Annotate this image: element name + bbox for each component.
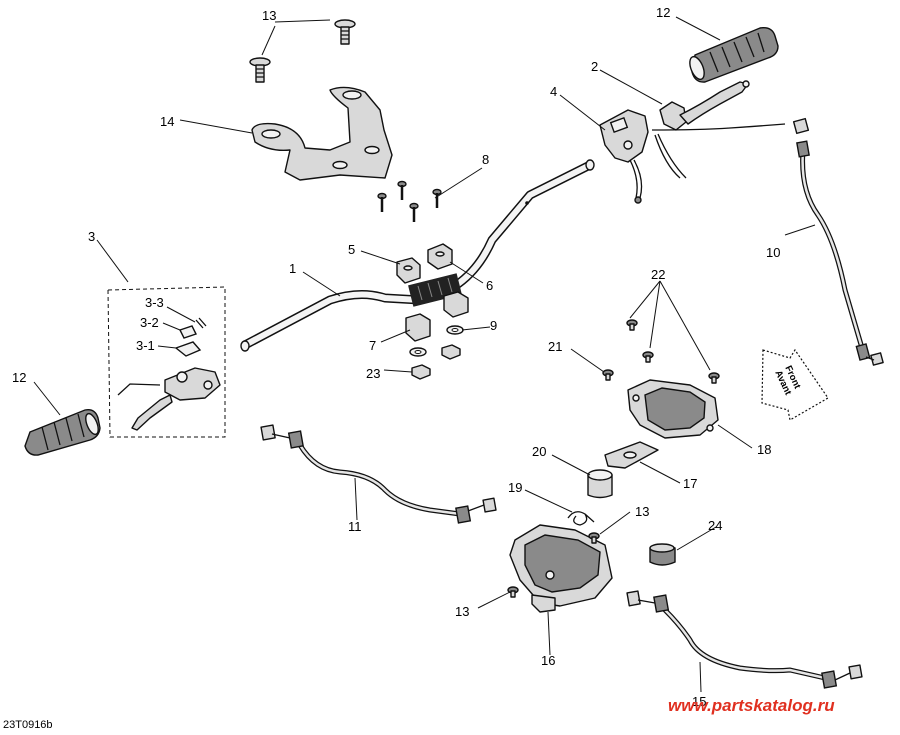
callout-17: 17 bbox=[683, 476, 697, 491]
callout-labels: 13 14 8 12 2 4 10 3 3-3 3-2 3-1 12 1 5 6… bbox=[12, 5, 780, 709]
callout-2: 2 bbox=[591, 59, 598, 74]
callout-21: 21 bbox=[548, 339, 562, 354]
callout-9: 9 bbox=[490, 318, 497, 333]
lever-assembly-box bbox=[107, 286, 226, 438]
callout-14: 14 bbox=[160, 114, 174, 129]
front-direction-arrow: Front Avant bbox=[761, 348, 829, 421]
callout-13: 13 bbox=[635, 504, 649, 519]
callout-12: 12 bbox=[656, 5, 670, 20]
upper-clamp-left[interactable] bbox=[396, 257, 421, 284]
leader-lines bbox=[33, 16, 816, 693]
callout-5: 5 bbox=[348, 242, 355, 257]
brake-cable[interactable] bbox=[260, 424, 497, 524]
grip-right[interactable] bbox=[687, 26, 779, 83]
callout-23: 23 bbox=[366, 366, 380, 381]
callout-7: 7 bbox=[369, 338, 376, 353]
lower-cover[interactable] bbox=[509, 524, 613, 613]
lower-clamp-right[interactable] bbox=[443, 291, 469, 318]
lower-clamp-left[interactable] bbox=[405, 313, 431, 342]
callout-3-1: 3-1 bbox=[136, 338, 155, 353]
callout-3-2: 3-2 bbox=[140, 315, 159, 330]
washer[interactable] bbox=[409, 325, 464, 357]
screw-top-left[interactable] bbox=[249, 57, 271, 83]
flange-nut[interactable] bbox=[411, 344, 461, 380]
callout-16: 16 bbox=[541, 653, 555, 668]
bushing[interactable] bbox=[587, 469, 613, 499]
callout-8: 8 bbox=[482, 152, 489, 167]
callout-15: 15 bbox=[692, 694, 706, 709]
grip-left[interactable] bbox=[24, 408, 101, 456]
callout-20: 20 bbox=[532, 444, 546, 459]
cover-screws[interactable] bbox=[507, 319, 720, 598]
watermark: www.partskatalog.ru bbox=[668, 696, 835, 715]
callout-18: 18 bbox=[757, 442, 771, 457]
callout-3: 3 bbox=[88, 229, 95, 244]
callout-11: 11 bbox=[348, 519, 362, 534]
drawing-code: 23T0916b bbox=[3, 719, 53, 731]
brake-lever-assembly[interactable] bbox=[117, 317, 221, 431]
switch-housing[interactable] bbox=[599, 109, 649, 163]
upper-cover[interactable] bbox=[627, 379, 719, 439]
throttle-lever[interactable] bbox=[659, 80, 750, 131]
cover-bracket[interactable] bbox=[604, 441, 659, 469]
cable-15[interactable] bbox=[626, 590, 863, 689]
spring-clip[interactable] bbox=[567, 511, 595, 526]
clamp-bolts[interactable] bbox=[377, 180, 442, 223]
callout-22: 22 bbox=[651, 267, 665, 282]
callout-19: 19 bbox=[508, 480, 522, 495]
callout-6: 6 bbox=[486, 278, 493, 293]
upper-clamp-right[interactable] bbox=[427, 243, 453, 270]
screw-top-right[interactable] bbox=[334, 19, 356, 45]
switch-wires bbox=[629, 123, 786, 204]
callout-3-3: 3-3 bbox=[145, 295, 164, 310]
throttle-cable[interactable] bbox=[792, 117, 884, 366]
callout-24: 24 bbox=[708, 518, 722, 533]
handlebar[interactable] bbox=[240, 159, 595, 352]
callout-4: 4 bbox=[550, 84, 557, 99]
callout-13: 13 bbox=[455, 604, 469, 619]
handlebar-bracket[interactable] bbox=[251, 86, 393, 181]
callout-12: 12 bbox=[12, 370, 26, 385]
callout-13: 13 bbox=[262, 8, 276, 23]
callout-10: 10 bbox=[766, 245, 780, 260]
plug[interactable] bbox=[649, 543, 676, 566]
callout-1: 1 bbox=[289, 261, 296, 276]
